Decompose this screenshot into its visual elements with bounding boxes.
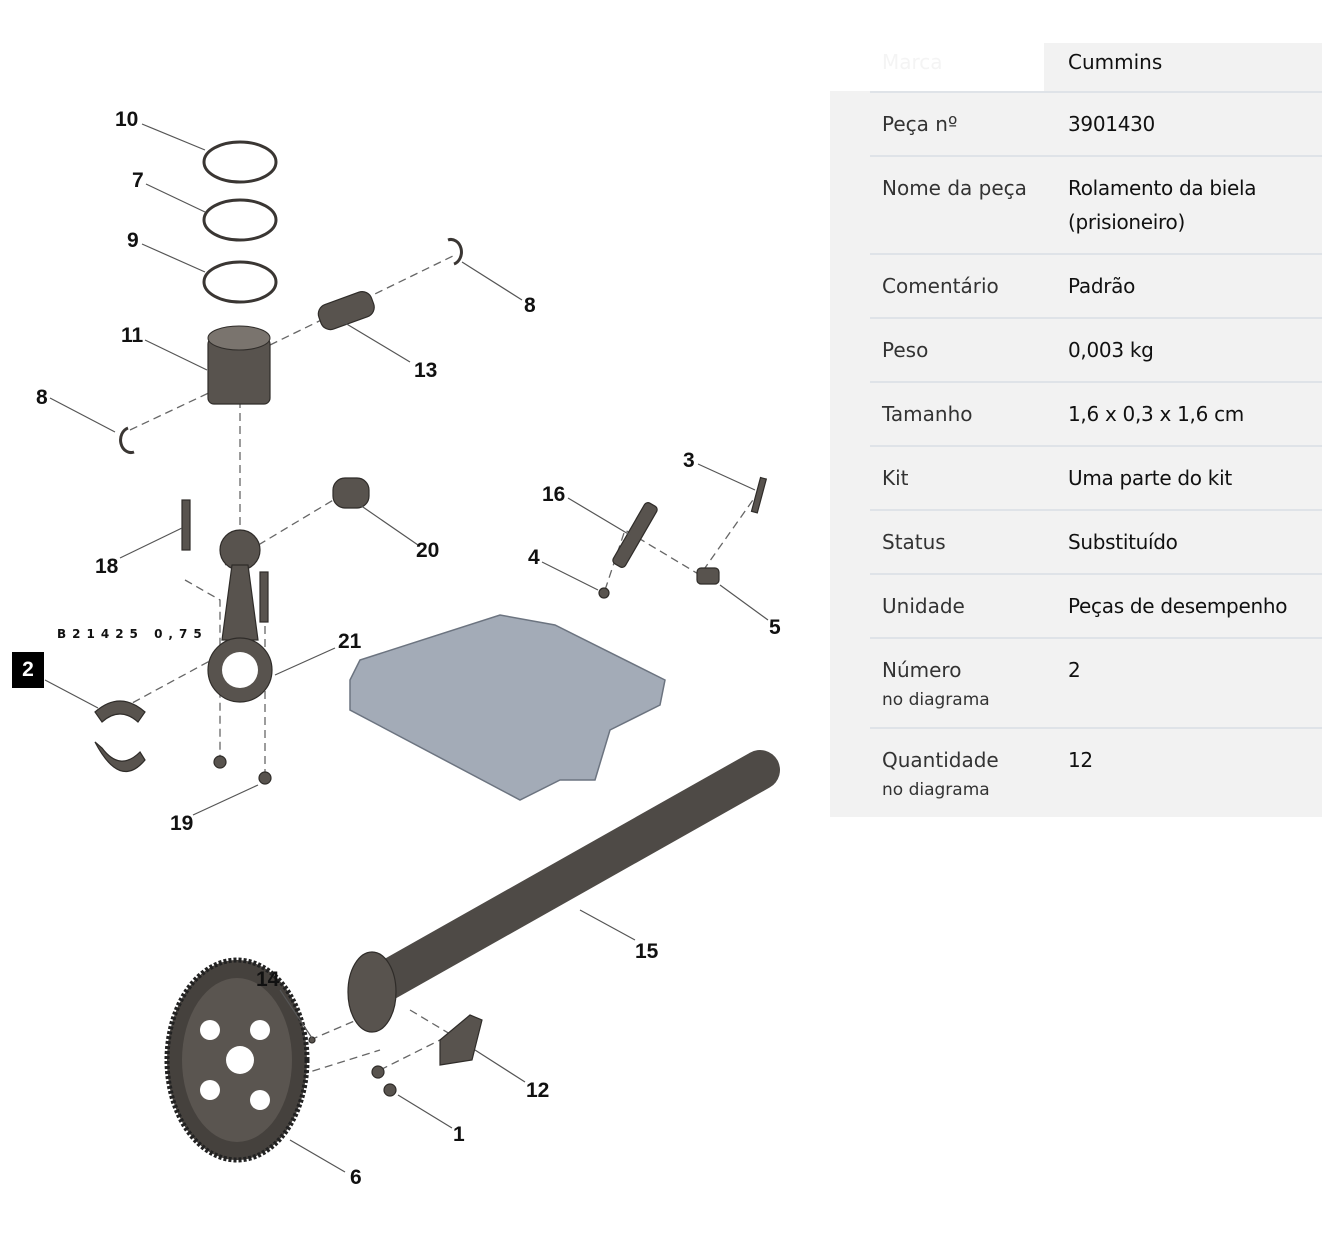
detail-label-text: Comentário (882, 274, 999, 298)
detail-label: Unidade (870, 589, 1068, 623)
callout-12[interactable]: 12 (526, 1079, 549, 1102)
circlip-lower[interactable] (119, 426, 135, 454)
detail-value: 3901430 (1068, 112, 1155, 136)
bushing[interactable] (332, 477, 370, 509)
detail-label-text: Status (882, 530, 946, 554)
callout-20[interactable]: 20 (416, 539, 439, 562)
callout-13[interactable]: 13 (414, 359, 437, 382)
detail-row: Quantidade no diagrama 12 (870, 727, 1322, 817)
piston-ring-9[interactable] (202, 260, 278, 304)
rod-bolt-21[interactable] (259, 571, 269, 623)
detail-value: Substituído (1068, 530, 1178, 554)
detail-value: Padrão (1068, 274, 1136, 298)
detail-label-text: Peça nº (882, 112, 958, 136)
detail-sublabel: no diagrama (882, 690, 990, 710)
bolt-1b[interactable] (383, 1083, 397, 1097)
clamp-bolt[interactable] (750, 476, 768, 514)
detail-value: Rolamento da biela (prisioneiro) (1068, 176, 1257, 234)
injector[interactable] (611, 501, 658, 569)
detail-value: 12 (1068, 748, 1093, 772)
callout-8-lower[interactable]: 8 (36, 386, 48, 409)
callout-18[interactable]: 18 (95, 555, 119, 578)
bolt-1a[interactable] (371, 1065, 385, 1079)
detail-row: Peça nº 3901430 (870, 91, 1322, 155)
callout-10[interactable]: 10 (115, 108, 138, 131)
detail-label-text: Unidade (882, 594, 965, 618)
detail-label: Número no diagrama (870, 653, 1068, 713)
detail-row: Unidade Peças de desempenho (870, 573, 1322, 637)
connecting-rod[interactable] (207, 529, 273, 703)
detail-value: 2 (1068, 658, 1081, 682)
detail-label-text: Nome da peça (882, 176, 1027, 200)
detail-row: Nome da peça Rolamento da biela (prisione… (870, 155, 1322, 253)
brand-row: Marca Cummins (830, 43, 1322, 91)
detail-value: Uma parte do kit (1068, 466, 1232, 490)
detail-label: Peso (870, 333, 1068, 367)
detail-row: Tamanho 1,6 x 0,3 x 1,6 cm (870, 381, 1322, 445)
detail-value: 0,003 kg (1068, 338, 1154, 362)
callout-15[interactable]: 15 (635, 940, 659, 963)
callout-21[interactable]: 21 (338, 630, 362, 653)
callout-7[interactable]: 7 (132, 169, 144, 192)
detail-row: Peso 0,003 kg (870, 317, 1322, 381)
circlip-upper[interactable] (447, 238, 463, 266)
brand-value: Cummins (1044, 43, 1322, 91)
detail-label: Peça nº (870, 107, 1068, 141)
detail-sublabel: no diagrama (882, 780, 990, 800)
camshaft[interactable] (347, 750, 780, 1033)
washer[interactable] (598, 587, 610, 599)
rod-bearing-shell[interactable] (94, 700, 146, 772)
detail-row: Comentário Padrão (870, 253, 1322, 317)
piston[interactable] (207, 325, 271, 405)
rod-bolt-18[interactable] (181, 499, 191, 551)
callout-1[interactable]: 1 (453, 1123, 465, 1146)
detail-label: Kit (870, 461, 1068, 495)
detail-label: Tamanho (870, 397, 1068, 431)
callout-14[interactable]: 14 (256, 968, 280, 991)
callout-8-upper[interactable]: 8 (524, 294, 536, 317)
detail-label: Nome da peça (870, 171, 1068, 239)
detail-value: 1,6 x 0,3 x 1,6 cm (1068, 402, 1244, 426)
callout-9[interactable]: 9 (127, 229, 139, 252)
callout-4[interactable]: 4 (528, 546, 540, 569)
detail-label-text: Tamanho (882, 402, 973, 426)
bearing-code-label: B21425 0,75 (57, 627, 208, 641)
hold-down-clamp[interactable] (696, 567, 720, 585)
detail-label: Comentário (870, 269, 1068, 303)
piston-ring-10[interactable] (202, 140, 278, 184)
callout-5[interactable]: 5 (769, 616, 781, 639)
piston-ring-7[interactable] (202, 198, 278, 242)
thrust-plate[interactable] (439, 1014, 483, 1066)
detail-label-text: Quantidade (882, 748, 999, 772)
detail-label-text: Kit (882, 466, 909, 490)
callout-2-selected[interactable]: 2 (12, 652, 44, 688)
detail-label: Quantidade no diagrama (870, 743, 1068, 803)
detail-label-text: Peso (882, 338, 929, 362)
callout-16[interactable]: 16 (542, 483, 565, 506)
detail-row: Status Substituído (870, 509, 1322, 573)
camshaft-gear[interactable] (164, 957, 310, 1163)
callout-19[interactable]: 19 (170, 812, 193, 835)
callout-11[interactable]: 11 (121, 324, 144, 347)
detail-row: Kit Uma parte do kit (870, 445, 1322, 509)
exploded-parts-diagram: 10 7 9 8 11 13 8 18 20 21 19 16 3 4 5 15… (36, 108, 781, 1189)
detail-label: Status (870, 525, 1068, 559)
callout-6[interactable]: 6 (350, 1166, 362, 1189)
piston-pin[interactable] (316, 289, 378, 333)
brand-label: Marca (882, 50, 943, 74)
rod-nut-right[interactable] (258, 771, 272, 785)
detail-label-text: Número (882, 658, 962, 682)
callout-3[interactable]: 3 (683, 449, 695, 472)
detail-row: Número no diagrama 2 (870, 637, 1322, 727)
rod-nut-left[interactable] (213, 755, 227, 769)
cylinder-head-block[interactable] (349, 614, 666, 801)
detail-value: Peças de desempenho (1068, 594, 1288, 618)
